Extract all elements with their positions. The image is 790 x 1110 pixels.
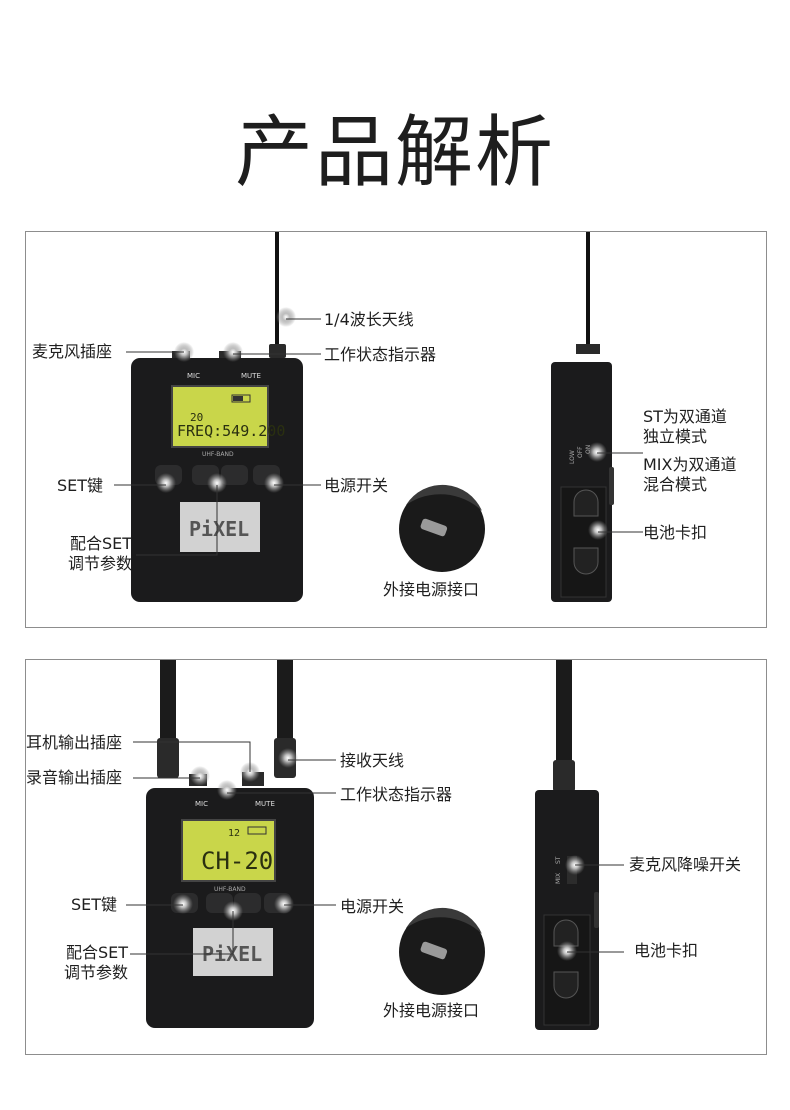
svg-text:LOW: LOW <box>569 450 576 464</box>
mode-mix-label: MIX为双通道 混合模式 <box>643 455 737 494</box>
status-led-label: 工作状态指示器 <box>324 345 437 364</box>
svg-text:20: 20 <box>190 411 203 424</box>
logo-plate <box>180 502 260 552</box>
svg-text:FREQ:549.200: FREQ:549.200 <box>177 422 285 440</box>
mic-port-text: MIC <box>187 372 200 380</box>
svg-text:OFF: OFF <box>577 446 584 458</box>
battery-icon <box>231 394 251 403</box>
noise-switch-label: 麦克风降噪开关 <box>629 855 742 874</box>
mode-st-label: ST为双通道 独立模式 <box>643 407 727 446</box>
rx-set-key-label: SET键 <box>71 895 118 914</box>
pixel-logo: PiXEL <box>189 517 249 541</box>
mute-port-text: MUTE <box>241 372 261 380</box>
combo-set-label: 配合SET 调节参数 <box>67 534 132 573</box>
receiver-panel: MIC MUTE 12 CH-20 UHF-BAND PiXEL MIX <box>25 659 767 1055</box>
record-out-label: 录音输出插座 <box>26 768 123 787</box>
rx-usb-port-inset <box>399 907 485 995</box>
antenna-label: 1/4波长天线 <box>324 310 414 329</box>
transmitter-side-device: LOW OFF ON <box>551 232 614 602</box>
svg-text:UHF-BAND: UHF-BAND <box>214 886 246 893</box>
receiver-side-device: MIX ST <box>535 660 599 1030</box>
hotspots <box>156 307 608 540</box>
svg-text:UHF-BAND: UHF-BAND <box>202 451 234 458</box>
up-button[interactable] <box>221 465 248 485</box>
leader-lines <box>114 318 643 556</box>
usb-port-label: 外接电源接口 <box>383 580 480 599</box>
svg-text:MIC: MIC <box>195 800 208 808</box>
rx-usb-port-label: 外接电源接口 <box>383 1001 480 1020</box>
svg-text:CH-20: CH-20 <box>201 847 273 875</box>
svg-text:12: 12 <box>228 828 240 839</box>
headphone-out-label: 耳机输出插座 <box>26 733 123 752</box>
right-rx-antenna-icon <box>277 660 293 750</box>
usb-port-inset <box>399 484 485 572</box>
rx-power-switch-label: 电源开关 <box>340 897 405 916</box>
rx-battery-clip-label: 电池卡扣 <box>634 941 699 960</box>
rx-battery-icon <box>247 826 267 835</box>
set-key-label: SET键 <box>57 476 104 495</box>
transmitter-illustration: MIC MUTE 20 FREQ:549.200 UHF-BAND PiXEL … <box>114 232 643 602</box>
receiver-front-device: MIC MUTE 12 CH-20 UHF-BAND PiXEL <box>146 660 314 1028</box>
svg-text:ST: ST <box>555 856 562 864</box>
page-title: 产品解析 <box>234 108 555 198</box>
rx-combo-set-label: 配合SET 调节参数 <box>63 943 128 982</box>
rx-antenna-label: 接收天线 <box>340 751 405 770</box>
power-switch-label: 电源开关 <box>324 476 389 495</box>
lcd-screen <box>171 385 269 448</box>
svg-text:MIX: MIX <box>555 873 562 884</box>
left-rx-antenna-icon <box>160 660 176 750</box>
rx-leader-lines <box>126 741 624 955</box>
rx-usb-port-icon <box>420 941 448 960</box>
usb-port-icon <box>420 518 448 537</box>
transmitter-panel: MIC MUTE 20 FREQ:549.200 UHF-BAND PiXEL … <box>25 231 767 628</box>
receiver-illustration: MIC MUTE 12 CH-20 UHF-BAND PiXEL MIX <box>126 660 624 1030</box>
svg-text:MUTE: MUTE <box>255 800 275 808</box>
battery-clip-label: 电池卡扣 <box>643 523 708 542</box>
side-rx-antenna-icon <box>556 660 572 770</box>
mic-jack-label: 麦克风插座 <box>32 342 113 361</box>
rx-lcd-screen <box>181 819 276 882</box>
rx-status-led-label: 工作状态指示器 <box>340 785 453 804</box>
